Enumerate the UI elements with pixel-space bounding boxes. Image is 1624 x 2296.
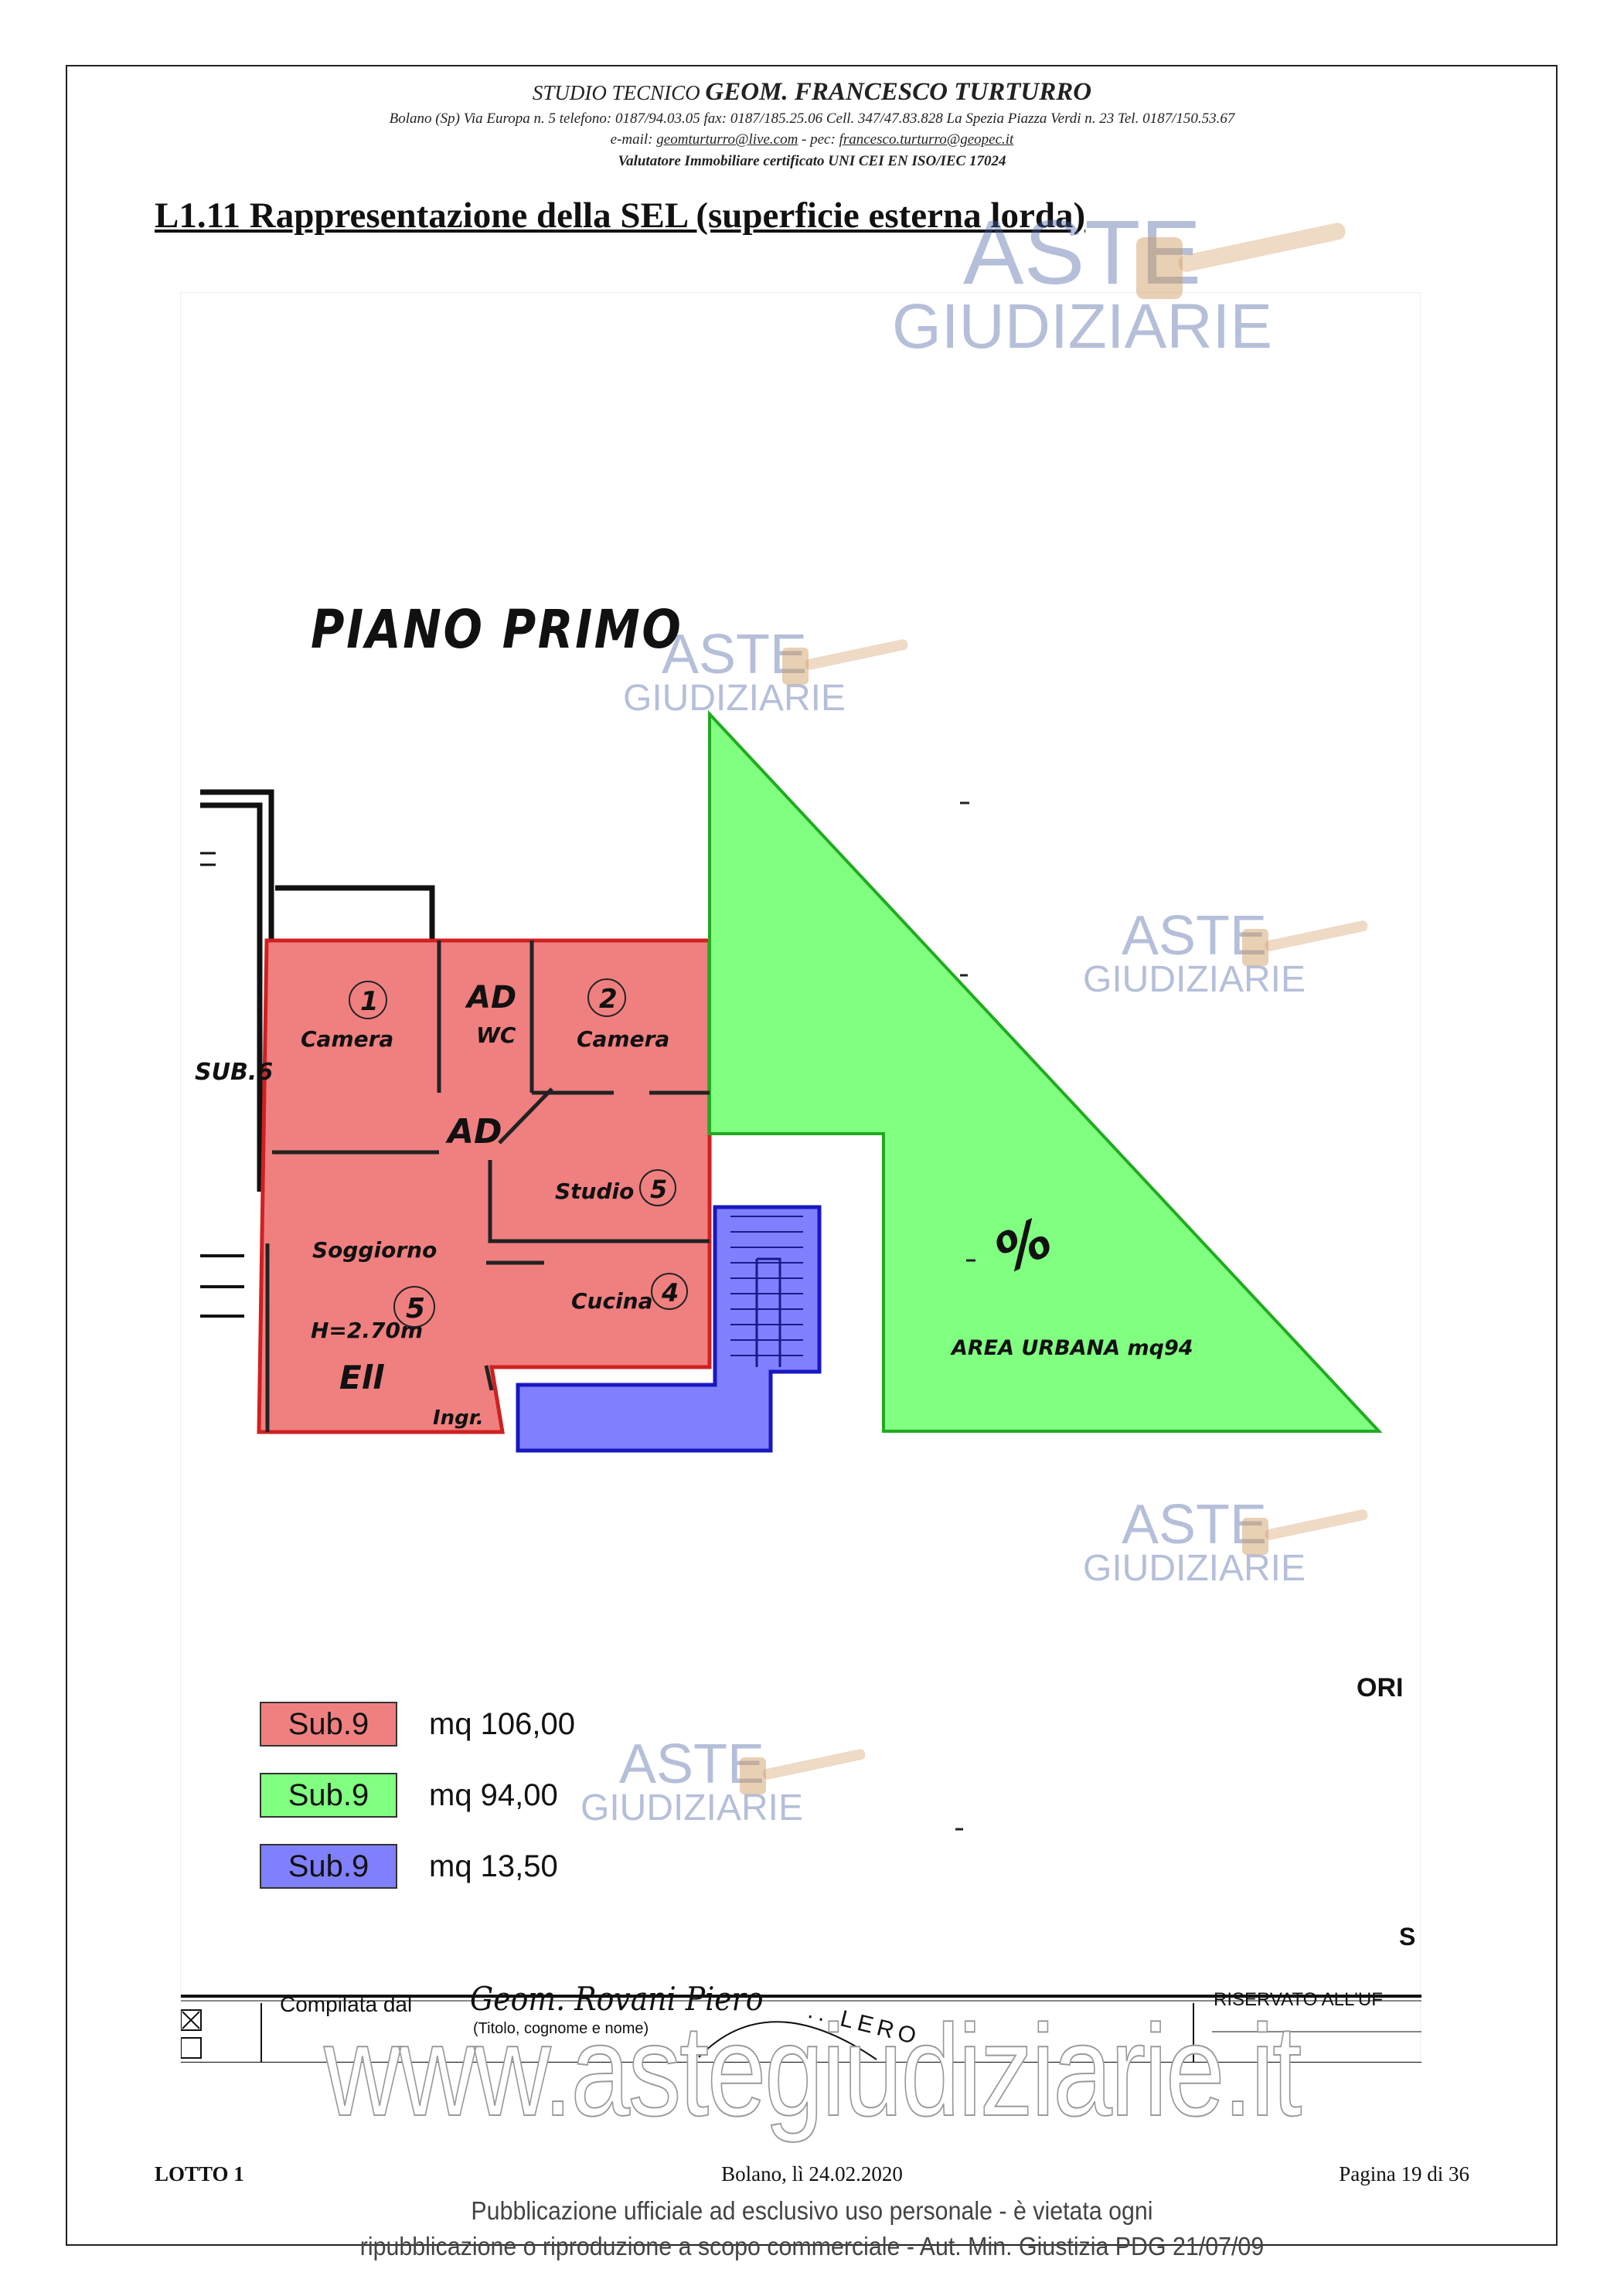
- footer-page: Pagina 19 di 36: [1339, 2162, 1469, 2185]
- section-title: L1.11 Rappresentazione della SEL (superf…: [155, 196, 1086, 236]
- strip-riservato: RISERVATO ALL'UF: [1214, 1989, 1383, 2010]
- stair-steps: [730, 1216, 803, 1367]
- pec-link[interactable]: francesco.turturro@geopec.it: [839, 131, 1014, 148]
- urban-area-label: AREA URBANA mq94: [950, 1336, 1193, 1360]
- legend-value-blue: mq 13,50: [429, 1849, 558, 1883]
- room-label-height: H=2.70m: [311, 1318, 423, 1343]
- strip-titolo: (Titolo, cognome e nome): [473, 2020, 649, 2037]
- room-label-studio: Studio: [555, 1179, 634, 1204]
- letterhead-title: STUDIO TECNICO GEOM. FRANCESCO TURTURRO: [532, 78, 1092, 106]
- urban-area-green: [708, 709, 1383, 1433]
- room-number-5-studio: 5: [650, 1175, 667, 1204]
- legend-value-red: mq 106,00: [429, 1707, 576, 1741]
- scale-mark: S: [1399, 1923, 1416, 1951]
- footer-lotto: LOTTO 1: [155, 2162, 244, 2185]
- room-label-camera-1: Camera: [301, 1026, 393, 1052]
- studio-owner: GEOM. FRANCESCO TURTURRO: [705, 78, 1092, 106]
- floor-title: PIANO PRIMO: [311, 599, 683, 661]
- legend-box-green: Sub.9: [260, 1773, 397, 1818]
- legend-value-green: mq 94,00: [429, 1778, 558, 1812]
- footer-date: Bolano, lì 24.02.2020: [721, 2162, 903, 2185]
- room-label-soggiorno: Soggiorno: [312, 1237, 437, 1263]
- legend-box-red: Sub.9: [260, 1702, 397, 1747]
- annotation-ell: Ell: [339, 1359, 384, 1396]
- email-link[interactable]: geomturturro@live.com: [656, 131, 798, 148]
- annotation-ad-mid: AD: [445, 1112, 502, 1151]
- side-label-sub6: SUB.6: [195, 1059, 273, 1086]
- letterhead-email: e-mail: geomturturro@live.com - pec: fra…: [610, 131, 1014, 148]
- floor-plan-panel: Camera WC Camera Studio Soggiorno H=2.70…: [180, 292, 1421, 2063]
- interior-walls: [265, 941, 710, 1432]
- room-number-4: 4: [661, 1278, 679, 1308]
- room-number-5-soggiorno: 5: [406, 1293, 425, 1325]
- cadastral-strip: [181, 1995, 1421, 2063]
- letterhead-contacts: Bolano (Sp) Via Europa n. 5 telefono: 01…: [389, 111, 1235, 127]
- small-dashes: [955, 801, 975, 1831]
- stair-area-blue: [516, 1205, 822, 1453]
- room-label-cucina: Cucina: [571, 1288, 653, 1314]
- room-number-1: 1: [360, 986, 379, 1017]
- floor-plan-drawing: Camera WC Camera Studio Soggiorno H=2.70…: [181, 709, 1421, 2063]
- handwritten-annotations: [349, 978, 688, 1328]
- publication-notice-2: ripubblicazione o riproduzione a scopo c…: [359, 2232, 1265, 2260]
- annotation-ad-top: AD: [465, 980, 516, 1015]
- legend-box-blue: Sub.9: [260, 1844, 397, 1889]
- room-label-wc: WC: [476, 1022, 516, 1048]
- page-frame: [66, 65, 1558, 2246]
- letterhead-certification: Valutatore Immobiliare certificato UNI C…: [618, 153, 1006, 169]
- room-label-ingresso: Ingr.: [433, 1407, 484, 1430]
- publication-notice-1: Pubblicazione ufficiale ad esclusivo uso…: [471, 2196, 1153, 2225]
- strip-signature: Geom. Rovani Piero: [470, 1980, 764, 2018]
- room-number-2: 2: [599, 984, 618, 1015]
- room-label-camera-2: Camera: [577, 1026, 669, 1052]
- orientation-mark: ORI: [1357, 1673, 1404, 1702]
- website-watermark: www.astegiudiziarie.it: [323, 1997, 1302, 2144]
- strip-compilata: Compilata dal: [280, 1992, 413, 2016]
